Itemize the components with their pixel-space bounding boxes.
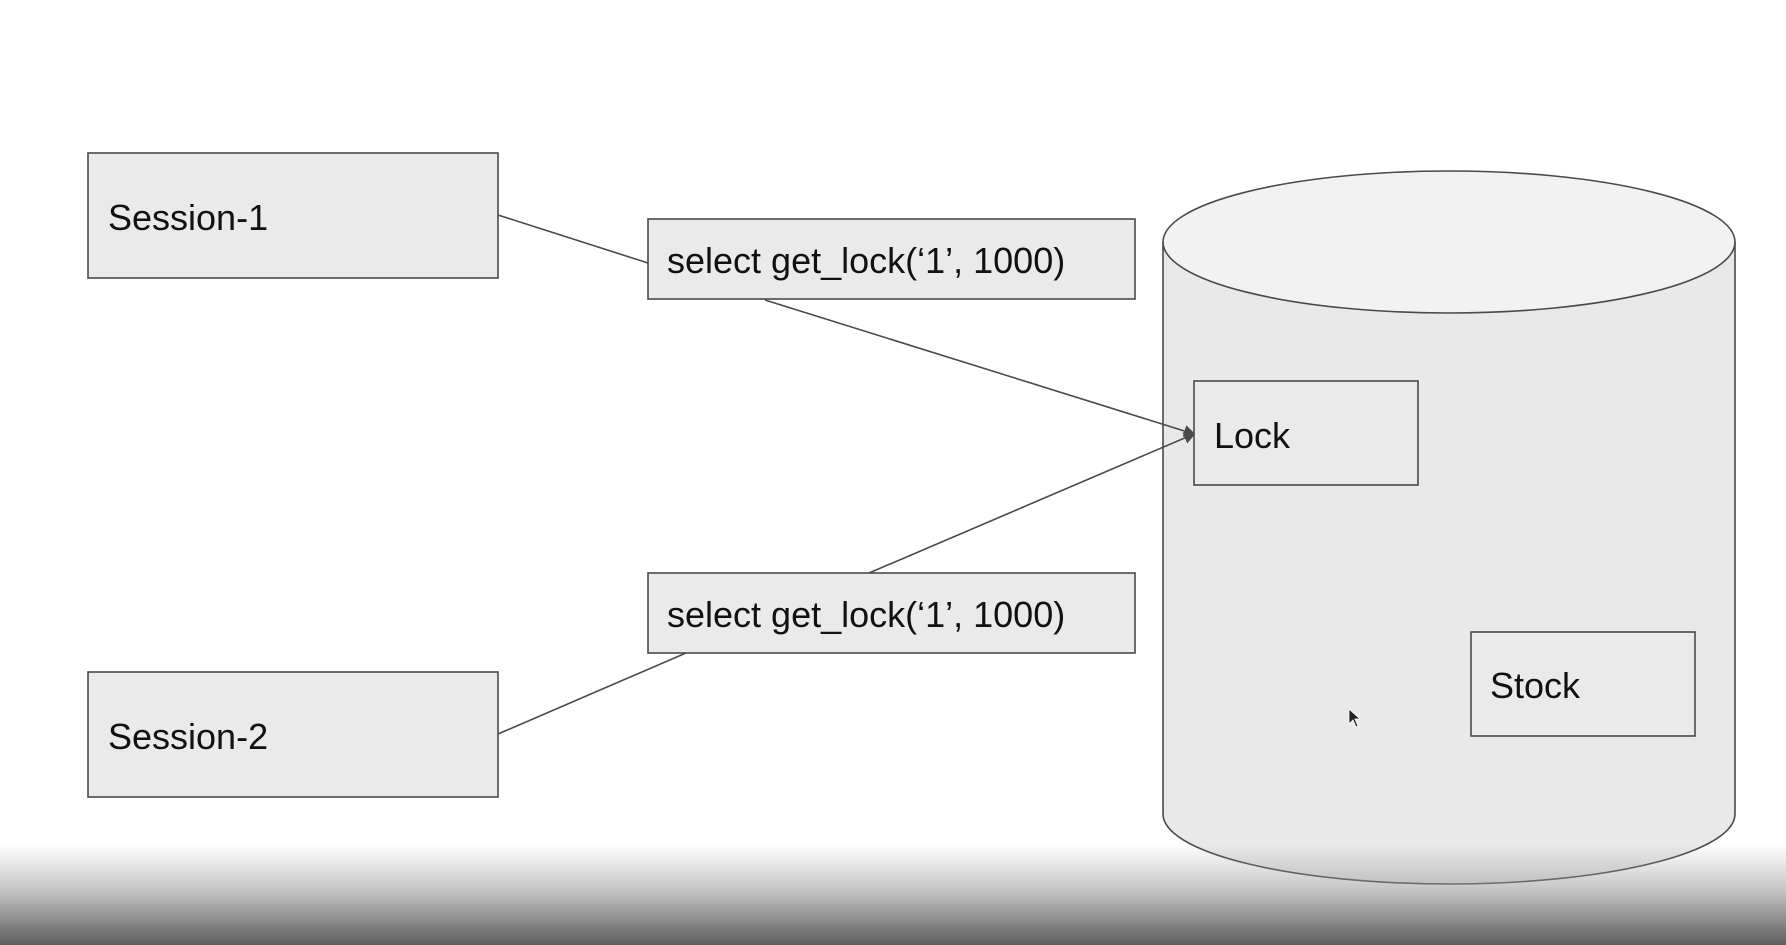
database-cylinder xyxy=(1162,170,1736,885)
stock-box[interactable]: Stock xyxy=(1470,631,1696,737)
session-2-label: Session-2 xyxy=(108,716,268,757)
session-1-box[interactable]: Session-1 xyxy=(87,152,499,279)
connector-query2-lock xyxy=(868,432,1196,574)
lock-box[interactable]: Lock xyxy=(1193,380,1419,486)
query-1-label: select get_lock(‘1’, 1000) xyxy=(667,240,1065,281)
lock-label: Lock xyxy=(1214,415,1291,456)
query-2-box[interactable]: select get_lock(‘1’, 1000) xyxy=(647,572,1136,654)
cylinder-body xyxy=(1162,242,1736,885)
query-2-label: select get_lock(‘1’, 1000) xyxy=(667,594,1065,635)
connector-session1-query1 xyxy=(497,214,649,264)
query-1-box[interactable]: select get_lock(‘1’, 1000) xyxy=(647,218,1136,300)
cylinder-top xyxy=(1162,170,1736,314)
session-1-label: Session-1 xyxy=(108,197,268,238)
mouse-cursor-icon xyxy=(1348,708,1362,728)
connector-query1-lock xyxy=(764,299,1196,437)
stock-label: Stock xyxy=(1490,665,1581,706)
session-2-box[interactable]: Session-2 xyxy=(87,671,499,798)
connector-session2-query2 xyxy=(497,652,687,735)
